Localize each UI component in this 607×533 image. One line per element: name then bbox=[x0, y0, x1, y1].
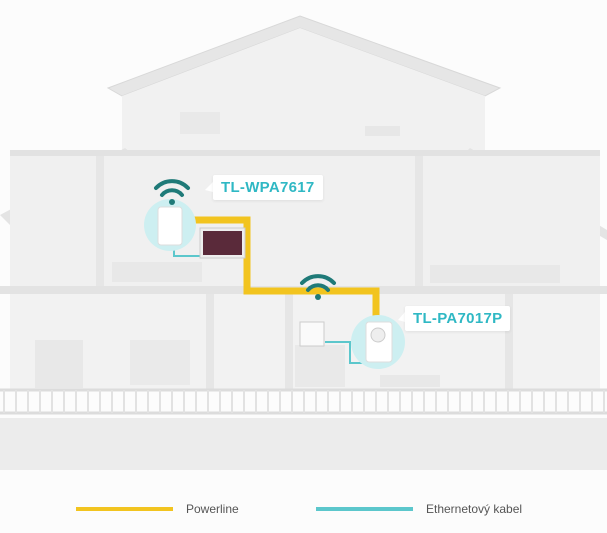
router bbox=[299, 321, 325, 347]
wifi-icon bbox=[300, 274, 336, 292]
powerline-cable bbox=[180, 216, 380, 330]
ethernet-cable-2 bbox=[325, 341, 372, 364]
laptop bbox=[199, 227, 246, 259]
legend-label: Ethernetový kabel bbox=[426, 502, 523, 516]
powerline-swatch bbox=[76, 507, 173, 511]
wifi-icon bbox=[154, 179, 190, 197]
house-base bbox=[0, 418, 607, 470]
device-label-wpa7617: TL-WPA7617 bbox=[213, 175, 323, 200]
legend-ethernet: Ethernetový kabel bbox=[316, 500, 522, 518]
legend-powerline: Powerline bbox=[76, 500, 239, 518]
wpa-adapter-icon bbox=[157, 206, 183, 246]
device-label-pa7017p: TL-PA7017P bbox=[405, 306, 511, 331]
legend-label: Powerline bbox=[186, 502, 239, 516]
ethernet-swatch bbox=[316, 507, 413, 511]
